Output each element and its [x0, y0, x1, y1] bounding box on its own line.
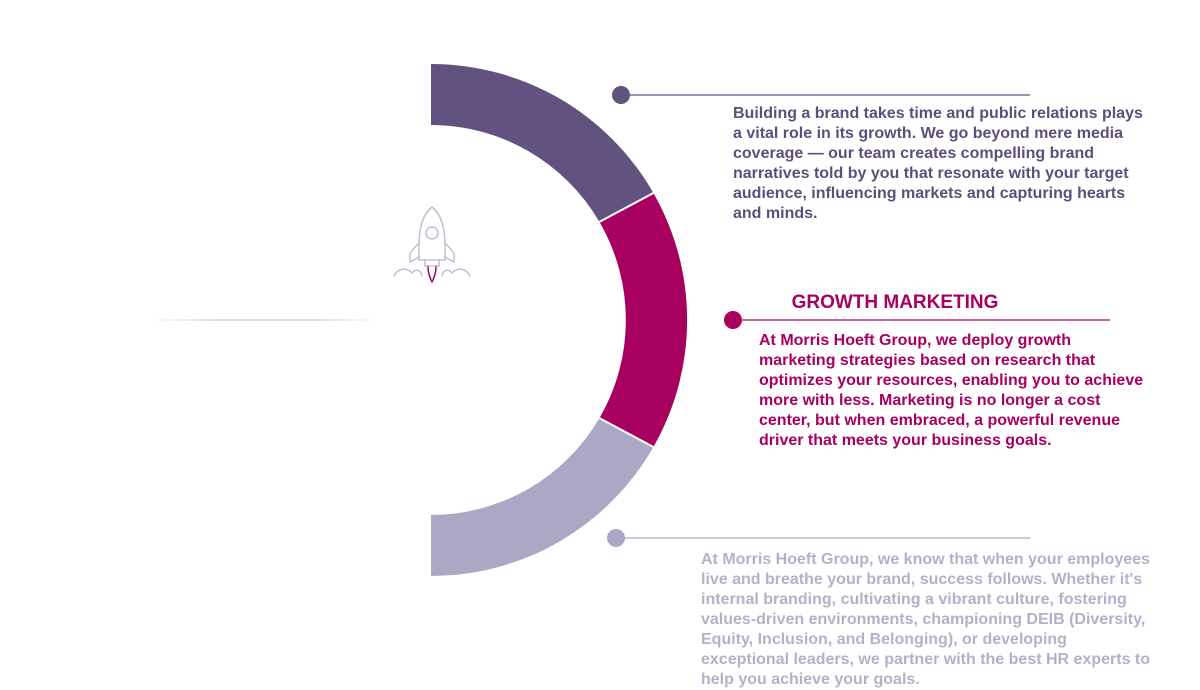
connector-dot-3 [607, 529, 625, 547]
section-2-text: At Morris Hoeft Group, we deploy growth … [759, 332, 1144, 449]
growth-marketing-heading: GROWTH MARKETING [791, 292, 999, 313]
diagram-canvas [393, 63, 1110, 576]
section-3-text: At Morris Hoeft Group, we know that when… [701, 551, 1151, 688]
segment-separator [598, 417, 654, 448]
horizontal-divider [150, 319, 380, 321]
connector-dot-2 [724, 311, 742, 329]
segment-separator [598, 192, 654, 223]
rocket-icon [393, 206, 471, 283]
ring-segment-2 [599, 193, 688, 447]
ring-segment-3 [431, 418, 654, 576]
ring-segment-1 [431, 63, 654, 222]
section-1-text: Building a brand takes time and public r… [733, 105, 1143, 222]
connector-dot-1 [612, 86, 630, 104]
